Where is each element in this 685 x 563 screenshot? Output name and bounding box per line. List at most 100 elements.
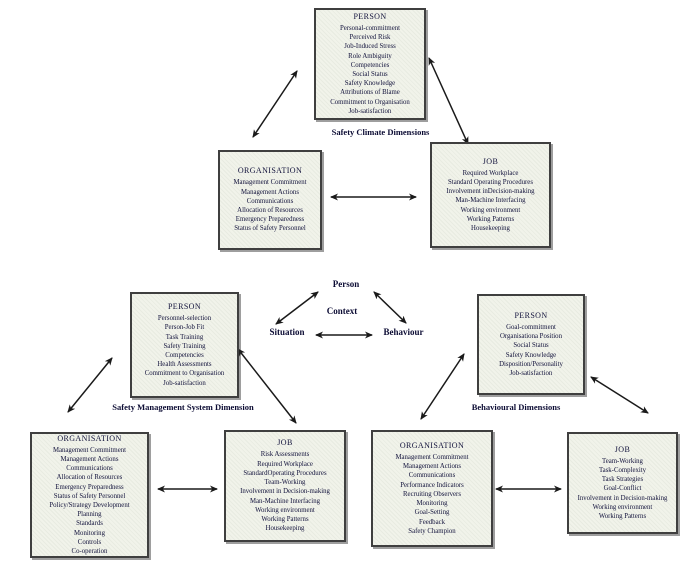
- box-item: Goal-commitment: [506, 323, 556, 331]
- box-item: Management Actions: [241, 188, 299, 196]
- box-item: Feedback: [418, 518, 446, 526]
- box-item: Working Patterns: [261, 516, 309, 524]
- box-title: JOB: [614, 444, 631, 454]
- box-item: Man-Machine Interfacing: [455, 197, 526, 205]
- central-behaviour-label: Behaviour: [383, 327, 424, 337]
- box-item: Goal-Conflict: [603, 485, 642, 493]
- box-item: Management Actions: [403, 463, 461, 471]
- box-item: Involvement in Decision-making: [577, 494, 668, 502]
- box-item: Status of Safety Personnel: [53, 492, 126, 500]
- box-title: ORGANISATION: [399, 440, 465, 450]
- box-item: Working Patterns: [466, 215, 515, 223]
- box-item: Personnel-selection: [157, 315, 212, 323]
- box-title: PERSON: [353, 11, 387, 21]
- box-item: Standards: [76, 520, 103, 528]
- box-item: Task Training: [165, 333, 204, 341]
- box-item: Emergency Preparedness: [235, 216, 305, 224]
- box-item: Housekeeping: [265, 525, 305, 533]
- box-item: Job-satisfaction: [509, 369, 553, 377]
- box-item: Health Assessments: [157, 361, 212, 369]
- box-title: JOB: [482, 156, 499, 166]
- box-item: Policy/Strategy Development: [49, 502, 130, 509]
- box-item: Task-Complexity: [598, 466, 647, 474]
- box-item: Social Status: [352, 71, 388, 78]
- box-item: Social Status: [513, 342, 549, 350]
- box-item: Allocation of Resources: [237, 207, 303, 214]
- box-item: Risk Assessments: [260, 451, 310, 459]
- box-item: Required Workplace: [462, 169, 519, 177]
- box-item: Status of Safety Personnel: [234, 225, 306, 233]
- box-item: Performance Indicators: [400, 481, 464, 489]
- box-item: Job-satisfaction: [348, 107, 392, 115]
- box-item: Management Commitment: [233, 179, 307, 187]
- box-title: PERSON: [167, 302, 202, 312]
- box-item: Monitoring: [416, 500, 448, 508]
- box-item: Commitment to Organisation: [330, 98, 410, 106]
- box-item: Safety Knowledge: [505, 351, 557, 359]
- box-item: Allocation of Resources: [56, 474, 123, 482]
- box-item: Communications: [246, 197, 294, 205]
- label-safety-management-system-dimension: Safety Management System Dimension: [112, 402, 254, 412]
- box-title: ORGANISATION: [57, 433, 122, 443]
- box-item: Job-satisfaction: [163, 379, 206, 387]
- box-item: Standard Operating Procedures: [448, 178, 533, 186]
- box-item: StandardOperating Procedures: [243, 469, 327, 477]
- box-item: Competencies: [350, 61, 390, 69]
- box-item: Co-operation: [71, 548, 108, 556]
- box-item: Communications: [408, 472, 456, 480]
- arrow-behavioural-person-job: [590, 376, 649, 414]
- box-item: Man-Machine Interfacing: [249, 497, 320, 505]
- box-item: Safety Knowledge: [344, 80, 396, 88]
- box-item: Management Actions: [60, 455, 119, 463]
- box-item: Personal-commitment: [339, 24, 400, 32]
- central-context-label: Context: [326, 306, 358, 316]
- box-item: Involvement in Decision-making: [240, 488, 330, 496]
- box-item: Recruiting Observers: [403, 490, 461, 498]
- box-item: Working environment: [460, 206, 521, 214]
- box-item: Disposition/Personality: [499, 360, 563, 368]
- box-title: PERSON: [514, 310, 548, 320]
- box-item: Role Ambiguity: [348, 52, 392, 60]
- box-item: Management Commitment: [395, 453, 469, 461]
- box-item: Task Strategies: [601, 476, 644, 484]
- box-title: ORGANISATION: [237, 166, 303, 176]
- box-item: Person-Job Fit: [164, 324, 205, 332]
- label-safety-climate-dimensions: Safety Climate Dimensions: [331, 127, 430, 137]
- box-item: Communications: [66, 465, 113, 473]
- box-item: Commitment to Organisation: [144, 370, 225, 378]
- box-title: JOB: [277, 438, 293, 448]
- box-item: Required Workplace: [257, 460, 313, 468]
- box-item: Competencies: [165, 352, 204, 359]
- arrow-central-person-behaviour: [373, 291, 407, 324]
- box-item: Attributions of Blame: [340, 89, 400, 97]
- box-item: Team-Working: [602, 457, 643, 465]
- central-situation-label: Situation: [269, 327, 305, 337]
- label-behavioural-dimensions: Behavioural Dimensions: [471, 402, 561, 412]
- arrow-climate-organisation-person: [252, 70, 298, 138]
- central-person-label: Person: [332, 279, 360, 289]
- box-item: Working environment: [255, 506, 315, 514]
- box-item: Safety Training: [163, 342, 206, 350]
- box-item: Emergency Preparedness: [55, 483, 124, 491]
- box-item: Controls: [77, 538, 102, 546]
- box-item: Goal-Setting: [414, 509, 450, 517]
- box-item: Monitoring: [74, 529, 105, 537]
- box-item: Safety Champion: [408, 527, 456, 535]
